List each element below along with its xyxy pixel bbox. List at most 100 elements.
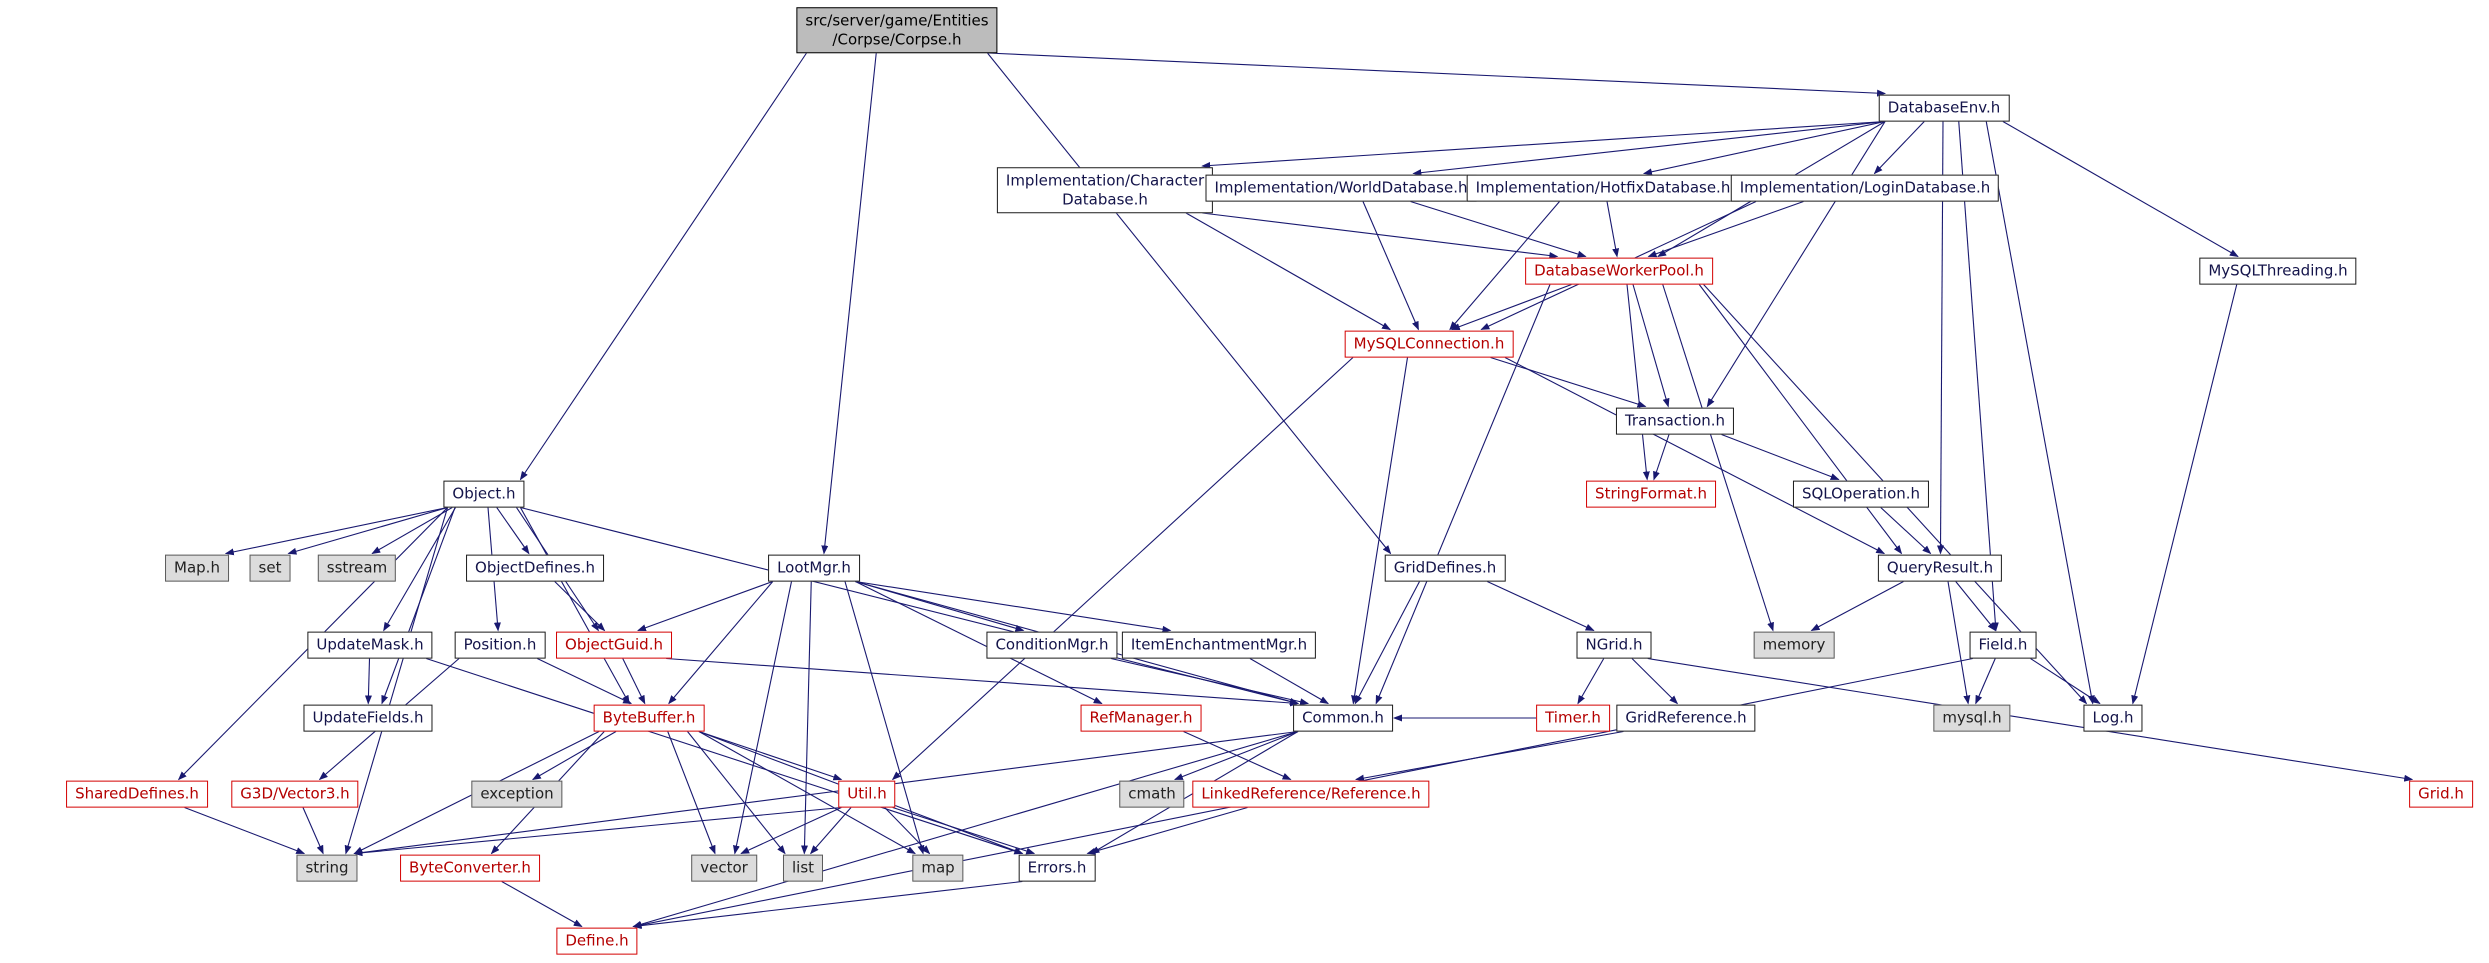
node-map[interactable]: map: [912, 854, 964, 882]
node-exception[interactable]: exception: [471, 780, 563, 808]
node-databaseenv[interactable]: DatabaseEnv.h: [1878, 94, 2010, 122]
node-queryresult[interactable]: QueryResult.h: [1877, 554, 2003, 582]
node-impl_hotfix[interactable]: Implementation/HotfixDatabase.h: [1466, 174, 1740, 202]
edge-updatemask-to-errors: [426, 657, 1024, 855]
node-map_h[interactable]: Map.h: [165, 554, 229, 582]
edge-bytebuffer-to-vector: [667, 731, 716, 855]
node-errors[interactable]: Errors.h: [1018, 854, 1096, 882]
edge-dbworkerpool-to-stringformat: [1626, 284, 1650, 481]
edge-ngrid-to-grid: [1647, 657, 2414, 782]
edge-impl_hotfix-to-dbworkerpool: [1606, 201, 1620, 258]
node-dbworkerpool[interactable]: DatabaseWorkerPool.h: [1525, 257, 1713, 285]
node-mysql[interactable]: mysql.h: [1933, 704, 2011, 732]
node-transaction[interactable]: Transaction.h: [1615, 407, 1735, 435]
node-refmanager[interactable]: RefManager.h: [1080, 704, 1202, 732]
edge-dbworkerpool-to-transaction: [1632, 284, 1670, 408]
node-corpse[interactable]: src/server/game/Entities /Corpse/Corpse.…: [796, 7, 998, 53]
node-griddefines[interactable]: GridDefines.h: [1384, 554, 1506, 582]
node-stringformat[interactable]: StringFormat.h: [1586, 480, 1716, 508]
edge-bytebuffer-to-list: [687, 731, 786, 855]
edge-object-to-bytebuffer: [519, 507, 630, 705]
edge-mysqlthreading-to-log: [2131, 284, 2238, 705]
node-mysqlthreading[interactable]: MySQLThreading.h: [2199, 257, 2357, 285]
node-define[interactable]: Define.h: [556, 927, 638, 955]
edge-util-to-errors: [892, 806, 1036, 855]
node-bytebuffer[interactable]: ByteBuffer.h: [593, 704, 705, 732]
edge-bytebuffer-to-map: [698, 731, 916, 854]
edge-griddefines-to-common: [1354, 581, 1420, 705]
node-common[interactable]: Common.h: [1293, 704, 1393, 732]
edge-conditionmgr-to-common: [1110, 657, 1310, 706]
node-conditionmgr[interactable]: ConditionMgr.h: [986, 631, 1118, 659]
node-impl_world[interactable]: Implementation/WorldDatabase.h: [1205, 174, 1477, 202]
node-sstream[interactable]: sstream: [317, 554, 397, 582]
edge-object-to-set: [287, 506, 448, 555]
edge-corpse-to-griddefines: [987, 52, 1392, 555]
edge-field-to-log: [2030, 658, 2101, 705]
edge-ngrid-to-gridreference: [1631, 658, 1679, 705]
node-memory[interactable]: memory: [1753, 631, 1835, 659]
edge-corpse-to-databaseenv: [987, 52, 1887, 97]
edge-lootmgr-to-bytebuffer: [668, 581, 774, 705]
node-objectguid[interactable]: ObjectGuid.h: [556, 631, 672, 659]
edge-impl_hotfix-to-mysqlconnection: [1449, 201, 1560, 331]
node-sqloperation[interactable]: SQLOperation.h: [1792, 480, 1930, 508]
edge-util-to-map: [884, 807, 931, 855]
edge-bytebuffer-to-util: [698, 730, 843, 781]
edge-databaseenv-to-impl_character: [1201, 120, 1886, 169]
node-linkedref[interactable]: LinkedReference/Reference.h: [1192, 780, 1430, 808]
edge-itemenchantmentmgr-to-common: [1249, 658, 1329, 704]
node-shareddefines[interactable]: SharedDefines.h: [66, 780, 208, 808]
edge-lootmgr-to-map: [844, 581, 925, 855]
edge-linkedref-to-errors: [1086, 806, 1248, 855]
edge-object-to-objectdefines: [496, 507, 530, 555]
edge-impl_world-to-dbworkerpool: [1410, 200, 1587, 258]
edge-dbworkerpool-to-common: [1375, 284, 1551, 705]
node-impl_character[interactable]: Implementation/Character Database.h: [996, 167, 1214, 213]
node-updatemask[interactable]: UpdateMask.h: [307, 631, 433, 659]
edge-shareddefines-to-string: [184, 806, 306, 855]
node-timer[interactable]: Timer.h: [1536, 704, 1610, 732]
edge-queryresult-to-mysql: [1947, 581, 1971, 705]
edge-object-to-map_h: [224, 506, 448, 556]
node-itemenchantmentmgr[interactable]: ItemEnchantmentMgr.h: [1121, 631, 1317, 659]
edge-common-to-string: [353, 730, 1299, 856]
edge-corpse-to-lootmgr: [821, 52, 877, 555]
edge-object-to-common: [520, 506, 1299, 705]
edge-common-to-define: [632, 730, 1299, 928]
edge-bytebuffer-to-exception: [531, 731, 617, 780]
edge-databaseenv-to-transaction: [1706, 121, 1886, 408]
node-mysqlconnection[interactable]: MySQLConnection.h: [1344, 330, 1514, 358]
node-byteconverter[interactable]: ByteConverter.h: [400, 854, 540, 882]
node-updatefields[interactable]: UpdateFields.h: [303, 704, 433, 732]
edge-impl_login-to-dbworkerpool: [1647, 200, 1804, 258]
node-field[interactable]: Field.h: [1969, 631, 2037, 659]
edge-util-to-vector: [740, 807, 842, 854]
node-objectdefines[interactable]: ObjectDefines.h: [466, 554, 604, 582]
edge-lootmgr-to-refmanager: [855, 581, 1103, 704]
node-vector[interactable]: vector: [691, 854, 757, 882]
edge-util-to-string: [353, 806, 842, 857]
node-set[interactable]: set: [249, 554, 291, 582]
node-g3dvector3[interactable]: G3D/Vector3.h: [231, 780, 359, 808]
edge-griddefines-to-ngrid: [1487, 581, 1595, 631]
node-string[interactable]: string: [296, 854, 358, 882]
node-list[interactable]: list: [782, 854, 824, 882]
edge-object-to-updatemask: [383, 507, 456, 632]
node-position[interactable]: Position.h: [454, 631, 546, 659]
node-ngrid[interactable]: NGrid.h: [1576, 631, 1652, 659]
node-log[interactable]: Log.h: [2083, 704, 2143, 732]
node-impl_login[interactable]: Implementation/LoginDatabase.h: [1730, 174, 2000, 202]
node-cmath[interactable]: cmath: [1119, 780, 1185, 808]
node-object[interactable]: Object.h: [443, 480, 525, 508]
edge-field-to-mysql: [1975, 658, 1996, 705]
edge-updatemask-to-updatefields: [364, 658, 372, 705]
edge-databaseenv-to-impl_login: [1873, 121, 1925, 175]
node-gridreference[interactable]: GridReference.h: [1616, 704, 1756, 732]
edge-objectguid-to-bytebuffer: [622, 658, 646, 705]
edge-sqloperation-to-queryresult: [1880, 507, 1932, 555]
node-util[interactable]: Util.h: [838, 780, 896, 808]
node-grid[interactable]: Grid.h: [2409, 780, 2473, 808]
node-lootmgr[interactable]: LootMgr.h: [768, 554, 860, 582]
